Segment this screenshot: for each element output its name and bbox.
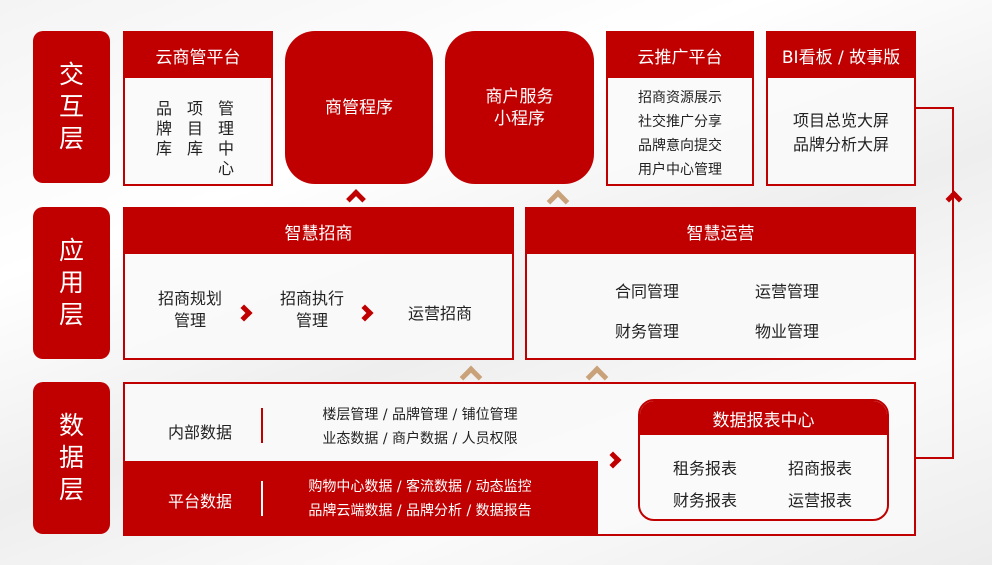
char: 中 [217,139,234,158]
text: 购物中心数据 / 客流数据 / 动态监控 [308,479,532,495]
list-item: 租务报表 [672,459,737,478]
list-item: 品牌意向提交 [638,138,722,154]
shangguan-program-card: 商管程序 [285,31,433,184]
list-item: 财务报表 [672,491,737,510]
project-library: 项目库 [186,99,204,159]
chevron-right-icon [235,304,253,322]
text: 品牌云端数据 / 品牌分析 / 数据报告 [308,503,532,519]
char: 层 [58,300,84,329]
platform-data-label: 平台数据 [167,492,232,511]
layer-label-interaction: 交互层 [33,31,110,183]
card-header: BI看板 / 故事版 [768,33,914,78]
data-layer-panel: 内部数据 楼层管理 / 品牌管理 / 铺位管理业态数据 / 商户数据 / 人员权… [123,382,916,536]
list-item: 品牌分析大屏 [792,135,889,154]
char: 理 [217,119,234,138]
platform-data-section: 平台数据 购物中心数据 / 客流数据 / 动态监控品牌云端数据 / 品牌分析 /… [125,461,598,536]
layer-label-data: 数据层 [33,382,110,534]
divider [261,481,263,516]
char: 项 [186,99,203,118]
char: 心 [217,159,234,178]
char: 品 [155,99,172,118]
list-item: 物业管理 [754,322,819,341]
list-item: 社交推广分享 [638,114,722,130]
char: 牌 [155,119,172,138]
char: 库 [155,139,172,158]
step-execution: 招商执行管理 [267,288,357,332]
merchant-miniprogram-card: 商户服务小程序 [445,31,594,184]
chevron-right-icon [356,304,374,322]
brand-library: 品牌库 [155,99,173,159]
text: 招商执行 [279,289,344,308]
list-item: 运营管理 [754,282,819,301]
management-center: 管理中心 [217,99,235,179]
report-center-card: 数据报表中心 租务报表 招商报表 财务报表 运营报表 [638,399,889,521]
char: 目 [186,119,203,138]
char: 管 [217,99,234,118]
bi-dashboard-card: BI看板 / 故事版 项目总览大屏品牌分析大屏 [766,31,916,186]
smart-leasing-card: 智慧招商 招商规划管理 招商执行管理 运营招商 [123,207,514,360]
divider [261,408,263,443]
smart-operation-card: 智慧运营 合同管理 运营管理 财务管理 物业管理 [525,207,916,360]
text: 管理 [173,311,206,330]
promo-list: 招商资源展示社交推广分享品牌意向提交用户中心管理 [608,86,752,182]
connector-line [916,107,954,459]
platform-data-items: 购物中心数据 / 客流数据 / 动态监控品牌云端数据 / 品牌分析 / 数据报告 [285,475,555,523]
internal-data-items: 楼层管理 / 品牌管理 / 铺位管理业态数据 / 商户数据 / 人员权限 [285,403,555,451]
char: 互 [58,92,84,121]
list-item: 项目总览大屏 [792,111,889,130]
char: 层 [58,475,84,504]
card-title: 商管程序 [325,97,393,118]
chevron-right-icon [604,451,622,469]
internal-data-section: 内部数据 楼层管理 / 品牌管理 / 铺位管理业态数据 / 商户数据 / 人员权… [125,384,598,461]
card-header: 云推广平台 [608,33,752,78]
text: 楼层管理 / 品牌管理 / 铺位管理 [322,407,518,423]
char: 应 [58,236,84,265]
char: 数 [58,411,84,440]
list-item: 合同管理 [614,282,679,301]
list-item: 用户中心管理 [638,162,722,178]
yunshangguan-platform-card: 云商管平台 品牌库 项目库 管理中心 [123,31,273,186]
list-item: 财务管理 [614,322,679,341]
step-operation: 运营招商 [407,304,472,323]
char: 用 [58,268,84,297]
card-header: 智慧招商 [125,209,512,254]
list-item: 招商资源展示 [638,90,722,106]
bi-list: 项目总览大屏品牌分析大屏 [768,109,914,157]
text: 管理 [295,311,328,330]
char: 库 [186,139,203,158]
char: 交 [58,60,84,89]
text: 业态数据 / 商户数据 / 人员权限 [322,431,518,447]
list-item: 运营报表 [787,491,852,510]
chevron-up-icon [346,189,366,209]
card-header: 云商管平台 [125,33,271,78]
layer-label-application: 应用层 [33,207,110,359]
card-header: 数据报表中心 [640,401,887,435]
step-planning: 招商规划管理 [145,288,235,332]
char: 层 [58,124,84,153]
yun-promotion-platform-card: 云推广平台 招商资源展示社交推广分享品牌意向提交用户中心管理 [606,31,754,186]
card-header: 智慧运营 [527,209,914,254]
card-title-line: 商户服务 [485,86,554,107]
text: 招商规划 [157,289,222,308]
card-title-line: 小程序 [494,108,545,129]
internal-data-label: 内部数据 [167,423,232,442]
list-item: 招商报表 [787,459,852,478]
char: 据 [58,443,84,472]
